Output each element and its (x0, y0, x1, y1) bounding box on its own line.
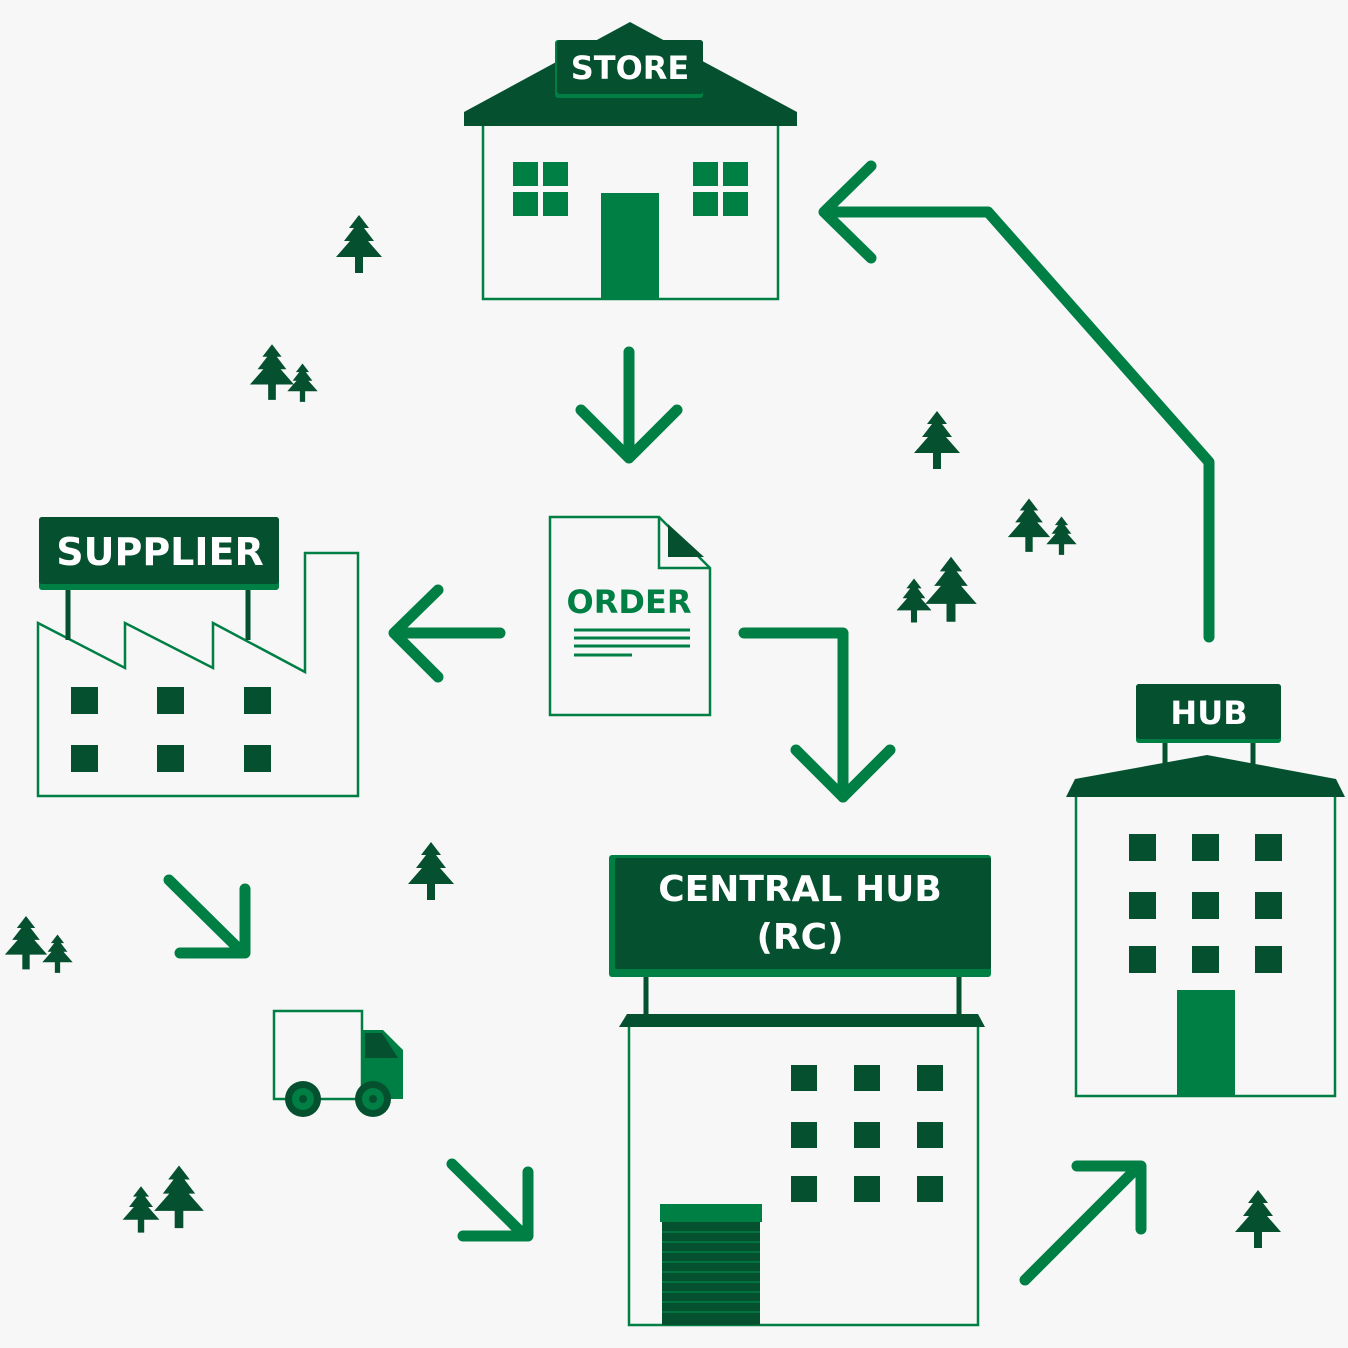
tree-icon (122, 1186, 160, 1233)
tree-icon (1235, 1190, 1281, 1248)
central-hub-label-line1: CENTRAL HUB (658, 869, 942, 910)
central-hub-building-icon (619, 976, 985, 1327)
arrow-order-to-supplier-icon (388, 584, 506, 683)
hub-sign: HUB (1136, 684, 1281, 743)
arrow-order-to-central-hub-icon (738, 627, 896, 803)
arrow-supplier-to-truck-icon (163, 874, 251, 959)
arrow-hub-to-store-icon (818, 160, 1215, 643)
supplier-factory-icon (36, 551, 360, 798)
tree-icon (896, 578, 932, 623)
store-label: STORE (571, 49, 690, 87)
hub-label: HUB (1170, 694, 1247, 732)
tree-icon (925, 556, 977, 622)
central-hub-sign: CENTRAL HUB (RC) (609, 855, 991, 977)
tree-icon (914, 411, 960, 469)
tree-icon (42, 934, 73, 973)
truck-wheel-icon (355, 1081, 391, 1117)
truck-icon (272, 1009, 403, 1117)
tree-icon (1007, 498, 1051, 552)
tree-icon (249, 344, 295, 400)
tree-icon (154, 1165, 204, 1229)
arrow-central-hub-to-hub-icon (1019, 1160, 1147, 1286)
tree-icon (1046, 516, 1077, 555)
order-document-icon: ORDER (548, 515, 712, 717)
arrow-truck-to-central-hub-icon (446, 1158, 534, 1242)
truck-wheel-icon (285, 1081, 321, 1117)
hub-building-icon (1066, 740, 1345, 1098)
order-label: ORDER (567, 583, 692, 621)
arrow-store-to-order-icon (575, 346, 683, 464)
tree-icon (408, 842, 454, 900)
supplier-label: SUPPLIER (56, 530, 264, 574)
tree-icon (4, 915, 48, 970)
supplier-sign: SUPPLIER (39, 517, 279, 590)
tree-icon (336, 215, 382, 273)
store-sign: STORE (555, 40, 703, 98)
garage-door-icon (660, 1204, 762, 1325)
central-hub-label-line2: (RC) (756, 917, 843, 958)
